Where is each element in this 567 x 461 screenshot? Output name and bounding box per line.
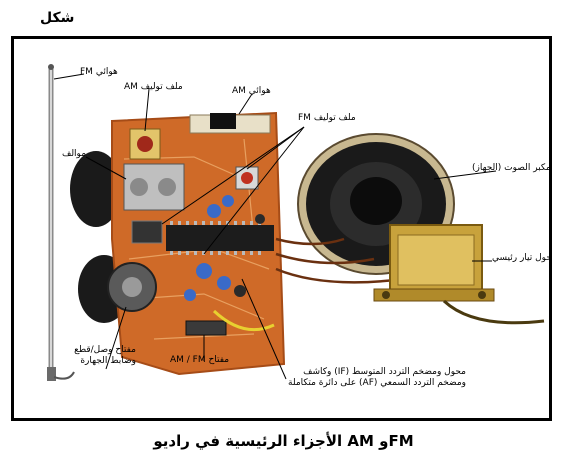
am-tuning-coil xyxy=(129,128,161,160)
label-main-transformer: محول تيار رئيسي xyxy=(492,253,552,263)
tuner xyxy=(123,163,185,244)
figure-caption: الأجزاء الرئيسية في راديو AM وFM xyxy=(153,432,414,450)
label-fm-antenna: هوائي FM xyxy=(80,67,118,77)
label-am-antenna: هوائي AM xyxy=(232,86,271,96)
label-speaker: مكبر الصوت (الجهاز) xyxy=(472,163,551,173)
label-fm-tuning-coil: ملف توليف FM xyxy=(298,113,356,123)
label-on-off-switch: مفتاح وصل/قطع وضابط الجهارة xyxy=(74,345,136,366)
radio-illustration xyxy=(47,64,545,381)
figure-frame: هوائي FM ملف توليف AM هوائي AM ملف توليف… xyxy=(11,36,552,421)
capacitors xyxy=(184,195,265,301)
leader-lines xyxy=(53,73,497,380)
label-am-fm-switch: مفتاح AM / FM xyxy=(170,355,230,365)
fm-tuning-coil xyxy=(235,166,259,190)
speaker-wires xyxy=(275,237,405,284)
yellow-wire xyxy=(212,309,275,332)
figure-label: شكل xyxy=(40,10,75,26)
volume-switch xyxy=(107,262,157,312)
am-fm-switch xyxy=(185,320,227,336)
ic-chip xyxy=(166,221,274,255)
main-transformer xyxy=(373,224,545,325)
label-am-tuning-coil: ملف توليف AM xyxy=(124,82,183,92)
am-antenna-coil xyxy=(210,113,236,129)
label-tuner: موالف xyxy=(62,149,87,159)
label-if-af-module: محول ومضخم التردد المتوسط (IF) وكاشف ومض… xyxy=(288,367,466,388)
fm-antenna xyxy=(47,64,75,381)
